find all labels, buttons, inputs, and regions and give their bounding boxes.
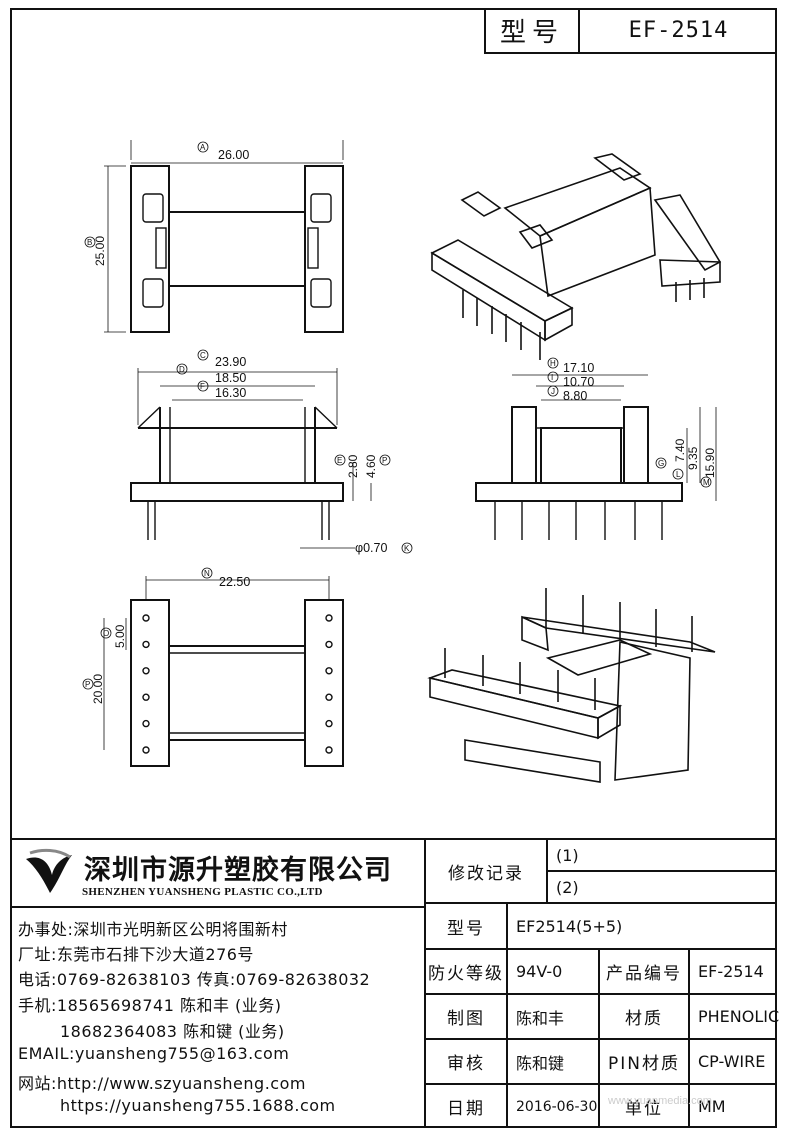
drawn-by-value: 陈和丰 (508, 995, 600, 1040)
fire-rating-label: 防火等级 (426, 950, 508, 995)
date-value: 2016-06-30 (508, 1085, 600, 1128)
model-value: EF2514(5+5) (508, 904, 775, 950)
dim-top-width: 26.00 (218, 148, 249, 162)
website-1: 网站:http://www.szyuansheng.com (18, 1074, 306, 1093)
dim-f: 16.30 (215, 386, 246, 400)
tag-g: G (658, 459, 664, 468)
mobile-1: 手机:18565698741 陈和丰 (业务) (18, 996, 282, 1015)
bottom-view (82, 567, 344, 767)
drawn-by-label: 制图 (426, 995, 508, 1040)
tag-e: E (337, 456, 342, 465)
unit-value: MM (698, 1097, 726, 1116)
dim-c: 23.90 (215, 355, 246, 369)
email: EMAIL:yuansheng755@163.com (18, 1044, 290, 1063)
dim-top-height: 25.00 (93, 236, 107, 266)
unit-label: 单位 (600, 1085, 690, 1128)
revision-1: (1) (548, 840, 775, 872)
tag-n: N (204, 569, 210, 578)
isometric-view-bottom (427, 588, 716, 783)
pin-hole (325, 667, 333, 675)
tag-k: K (404, 544, 410, 553)
tag-b: B (87, 238, 92, 247)
front-view (475, 357, 717, 540)
dim-j: 8.80 (563, 389, 587, 403)
tag-c: C (200, 351, 206, 360)
reviewed-by-label: 审核 (426, 1040, 508, 1085)
tag-j: J (551, 387, 555, 396)
material-label: 材质 (600, 995, 690, 1040)
spec-table: 修改记录 (1) (2) 型号 EF2514(5+5) 防火等级 94V-0 产… (426, 840, 779, 1128)
pin-material-value: CP-WIRE (690, 1040, 775, 1085)
tag-p: P (85, 680, 90, 689)
pin-material-label: PIN材质 (600, 1040, 690, 1085)
tag-i: I (551, 373, 553, 382)
pin-hole (325, 614, 333, 622)
pin-hole (325, 746, 333, 754)
pin-hole (142, 746, 150, 754)
reviewed-by-value: 陈和键 (508, 1040, 600, 1085)
top-view (84, 140, 344, 333)
website-2: https://yuansheng755.1688.com (60, 1096, 336, 1115)
dimension-labels: 26.00 25.00 A B 23.90 18.50 16.30 2.80 4… (85, 143, 717, 704)
date-label: 日期 (426, 1085, 508, 1128)
pin-hole (325, 640, 333, 649)
fire-rating-value: 94V-0 (508, 950, 600, 995)
company-name-en: SHENZHEN YUANSHENG PLASTIC CO.,LTD (82, 886, 323, 898)
drawing-sheet (10, 8, 777, 1128)
tag-m: M (703, 478, 710, 487)
dim-h: 17.10 (563, 361, 594, 375)
company-name-cn: 深圳市源升塑胶有限公司 (84, 855, 392, 886)
watermark: www.yuanmedia.com (608, 1095, 712, 1107)
model-header: 型号 EF-2514 (484, 8, 777, 54)
tag-d: D (179, 365, 185, 374)
pin-hole (142, 640, 150, 649)
pin-hole (142, 614, 150, 622)
tag-o: O (103, 629, 109, 638)
title-block: 深圳市源升塑胶有限公司 SHENZHEN YUANSHENG PLASTIC C… (10, 838, 779, 1128)
dim-d: 18.50 (215, 371, 246, 385)
company-header: 深圳市源升塑胶有限公司 SHENZHEN YUANSHENG PLASTIC C… (10, 840, 424, 908)
dim-g2: 9.35 (686, 446, 700, 470)
mobile-2: 18682364083 陈和键 (业务) (60, 1022, 285, 1041)
factory-address: 厂址:东莞市石排下沙大道276号 (18, 945, 254, 964)
model-header-label: 型号 (486, 8, 580, 52)
tag-a: A (200, 143, 206, 152)
revision-label: 修改记录 (426, 840, 548, 904)
dim-pin-diameter: φ0.70 (355, 541, 387, 555)
technical-drawing (82, 140, 722, 783)
model-label: 型号 (426, 904, 508, 950)
pin-hole (325, 693, 333, 701)
dim-i: 10.70 (563, 375, 594, 389)
revision-2: (2) (548, 872, 775, 904)
tag-l: L (676, 470, 681, 479)
dim-e1: 2.80 (346, 454, 360, 478)
company-panel: 深圳市源升塑胶有限公司 SHENZHEN YUANSHENG PLASTIC C… (10, 840, 426, 1128)
product-no-value: EF-2514 (690, 950, 775, 995)
dim-o: 5.00 (113, 624, 127, 648)
side-view (130, 349, 413, 554)
office-address: 办事处:深圳市光明新区公明将围新村 (18, 920, 288, 939)
company-logo-icon (26, 848, 72, 893)
dim-g1: 7.40 (673, 438, 687, 462)
dim-g3: 15.90 (703, 448, 717, 478)
tag-h: H (550, 359, 556, 368)
tag-f: F (200, 382, 205, 391)
dim-e2: 4.60 (364, 454, 378, 478)
pin-hole (142, 693, 150, 701)
model-header-value: EF-2514 (628, 17, 729, 43)
pin-hole (142, 719, 150, 728)
dim-n: 22.50 (219, 575, 250, 589)
dim-p: 20.00 (91, 674, 105, 704)
tag-p-side: P (382, 456, 387, 465)
phone-fax: 电话:0769-82638103 传真:0769-82638032 (18, 970, 371, 989)
pin-hole (142, 667, 150, 675)
bottom-view-pins (142, 614, 333, 754)
product-no-label: 产品编号 (600, 950, 690, 995)
pin-hole (325, 719, 333, 728)
isometric-view-top (430, 153, 722, 360)
material-value: PHENOLIC (690, 995, 779, 1040)
